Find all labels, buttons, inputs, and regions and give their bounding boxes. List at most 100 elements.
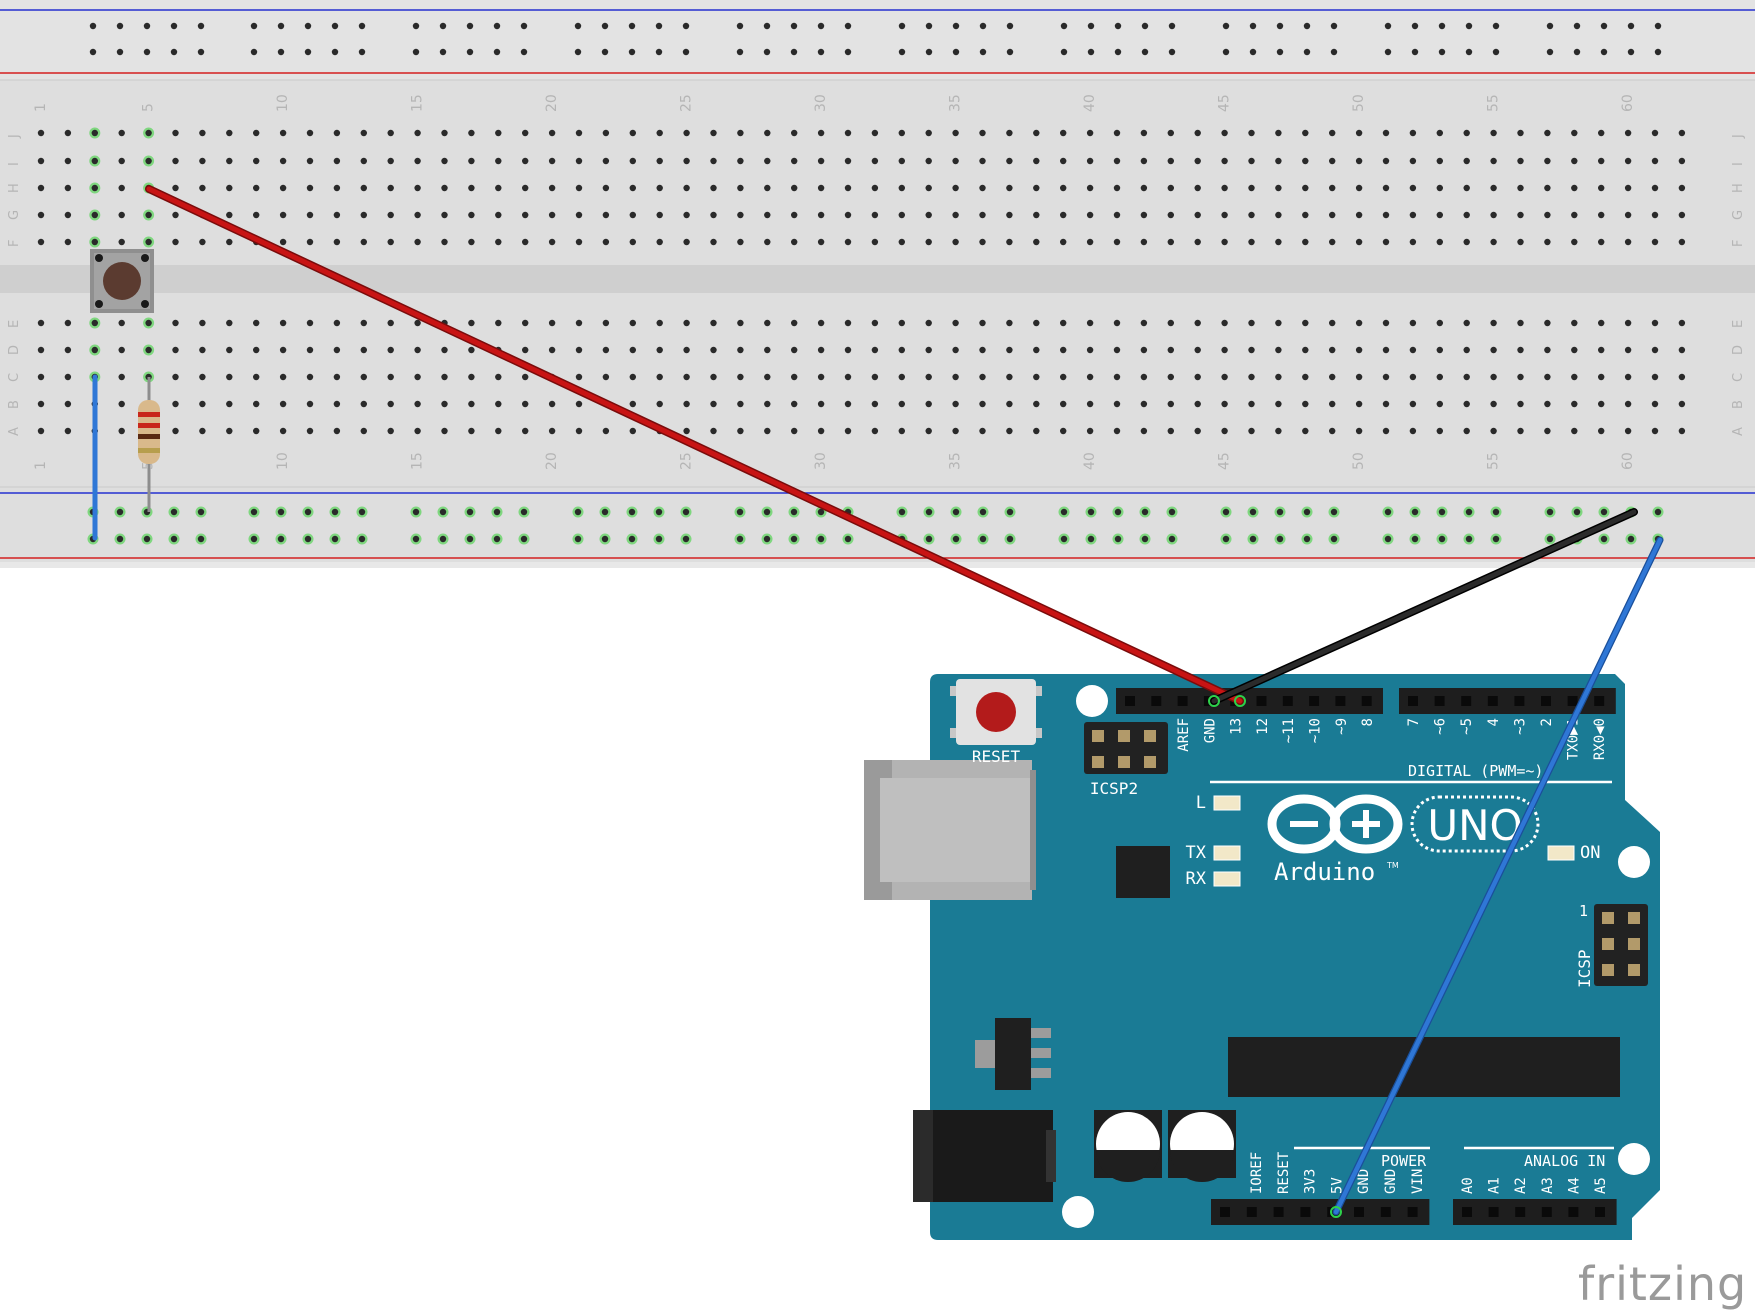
rail-hole [952,48,960,56]
breadboard-hole [1382,373,1390,381]
pin-label: A5 [1593,1177,1609,1194]
row-letter: E [1731,320,1746,328]
breadboard-hole [1624,211,1632,219]
breadboard-hole [468,400,475,408]
breadboard-hole [898,319,905,327]
breadboard-hole [91,129,99,137]
rail-hole [1087,48,1095,56]
breadboard-hole [306,238,314,246]
breadboard-hole [1275,211,1282,219]
breadboard-hole [925,427,932,435]
breadboard-hole [414,346,421,354]
row-letter: D [7,345,22,355]
breadboard-hole [898,400,905,408]
breadboard-hole [1678,129,1686,137]
red-wire [146,186,1243,704]
breadboard-hole [1302,346,1309,354]
header-pin [1407,1207,1418,1217]
rail-hole [1627,535,1635,543]
breadboard-hole [1436,346,1444,354]
breadboard-hole [1624,129,1632,137]
breadboard-hole [441,129,448,137]
breadboard-hole [1006,129,1013,137]
breadboard-hole [737,400,744,408]
breadboard-hole [306,427,314,435]
rail-hole [1492,48,1500,56]
breadboard-hole [387,129,394,137]
row-letter: B [1731,400,1746,409]
pin-label: AREF [1176,718,1192,752]
rail-hole [1330,22,1338,30]
breadboard-hole [1624,184,1632,192]
breadboard-hole [575,129,583,137]
rail-hole [628,48,636,56]
breadboard-hole [764,346,771,354]
pin-label: GND [1202,718,1218,743]
rail-hole [1573,22,1581,30]
breadboard-hole [1221,238,1228,246]
breadboard-hole [925,157,932,165]
pin-label: A0 [1460,1177,1476,1194]
breadboard-hole [145,129,152,137]
rail-hole [1438,48,1446,56]
rail-hole [439,48,447,56]
breadboard-hole [37,184,45,192]
usb-chip [1116,846,1170,898]
rail-hole [1276,508,1284,516]
breadboard-hole [37,211,45,219]
breadboard-hole [253,319,260,327]
breadboard-hole [414,184,421,192]
rail-hole [601,535,609,543]
breadboard-hole [817,238,825,246]
column-marker: 40 [1082,452,1098,470]
breadboard-hole [898,184,905,192]
header-pin [1282,696,1293,706]
breadboard-hole [1194,319,1201,327]
breadboard-hole [629,184,636,192]
breadboard-hole [360,400,367,408]
breadboard-hole [1517,427,1524,435]
breadboard-hole [1006,346,1013,354]
breadboard-hole [172,427,179,435]
arduino-wordmark: Arduino [1274,858,1375,886]
breadboard-hole [279,346,287,354]
breadboard-hole [333,184,341,192]
breadboard-hole [1086,319,1094,327]
breadboard-hole [226,184,233,192]
row-letter: C [7,373,22,382]
rail-hole [763,48,771,56]
breadboard-hole [1355,400,1363,408]
rail-hole [628,535,636,543]
breadboard-hole [1651,400,1659,408]
breadboard-hole [952,211,959,219]
breadboard-hole [1517,346,1524,354]
breadboard-hole [1329,400,1336,408]
breadboard-hole [629,319,636,327]
breadboard-hole [737,211,744,219]
breadboard-hole [333,211,341,219]
rail-hole [439,22,447,30]
breadboard-hole [1544,184,1551,192]
breadboard-hole [495,238,502,246]
rail-hole [1249,508,1257,516]
breadboard-hole [844,346,852,354]
breadboard-hole [791,427,798,435]
breadboard-hole [1006,427,1013,435]
trademark: TM [1386,861,1399,870]
breadboard-hole [575,427,583,435]
breadboard-hole [764,157,771,165]
breadboard-hole [1382,400,1390,408]
breadboard-hole [764,238,771,246]
pin-label: VIN [1410,1169,1426,1194]
row-letter: F [1731,240,1746,247]
breadboard-hole [1302,400,1309,408]
rail-hole [358,22,366,30]
breadboard-hole [1113,427,1121,435]
icsp-label: ICSP [1575,949,1594,988]
breadboard-hole [683,346,690,354]
breadboard-hole [602,211,610,219]
breadboard-hole [441,346,448,354]
breadboard-hole [279,129,287,137]
breadboard-hole [1571,238,1578,246]
breadboard-hole [548,184,556,192]
